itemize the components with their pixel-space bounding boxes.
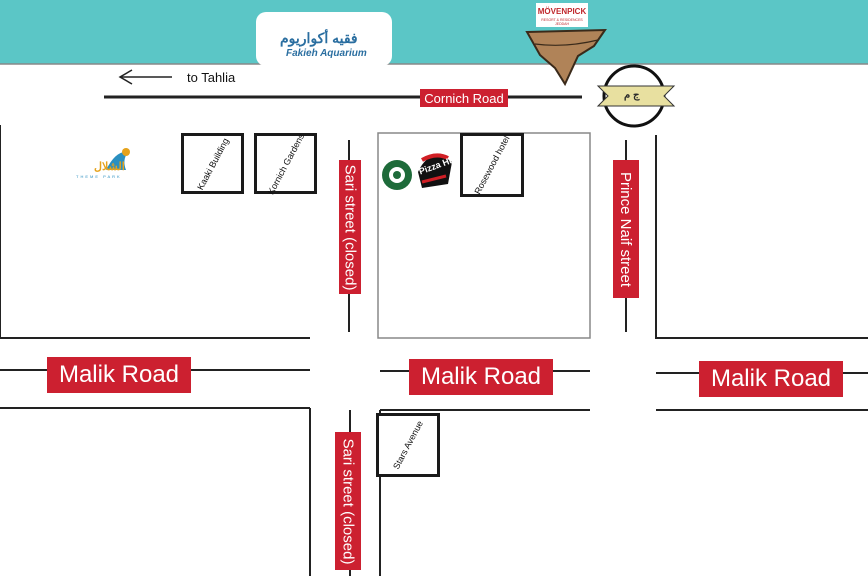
building-stars-avenue[interactable]: Stars Avenue [376, 413, 440, 477]
movenpick-logo[interactable]: MÖVENPICK RESORT & RESIDENCES JEDDAH [536, 3, 588, 27]
road-label-sari-lower-text: Sari street (closed) [339, 438, 357, 564]
direction-label: to Tahlia [187, 70, 236, 85]
pizza-hut-logo-icon [418, 153, 452, 188]
road-label-sari-upper[interactable]: Sari street (closed) [339, 160, 361, 294]
road-label-sari-lower[interactable]: Sari street (closed) [335, 432, 361, 570]
building-kaaki-label: Kaaki Building [194, 135, 231, 192]
movenpick-tower-icon [525, 28, 607, 87]
building-kaaki[interactable]: Kaaki Building [181, 133, 244, 194]
road-label-malik-right[interactable]: Malik Road [699, 361, 843, 397]
road-label-malik-left[interactable]: Malik Road [47, 357, 191, 393]
sea-strip [0, 0, 868, 64]
road-label-prince-naif-text: Prince Naif street [617, 171, 635, 287]
theme-park-arabic-name: الشلال [94, 161, 125, 173]
roundabout-icon [596, 64, 676, 128]
aquarium-english-name: Fakieh Aquarium [286, 48, 367, 59]
road-label-malik-center[interactable]: Malik Road [409, 359, 553, 395]
road-label-cornich[interactable]: Cornich Road [420, 89, 508, 107]
arrow-left-icon [118, 69, 172, 85]
building-rosewood-label: Rosewood hotel [472, 134, 512, 196]
movenpick-subtitle: RESORT & RESIDENCES JEDDAH [541, 18, 583, 26]
aquarium-logo[interactable] [256, 12, 392, 66]
aquarium-arabic-name: فقيه أكواريوم [280, 30, 358, 46]
building-kornich-gardens[interactable]: Kornich Gardens [254, 131, 317, 196]
road-label-prince-naif[interactable]: Prince Naif street [613, 160, 639, 298]
road-label-sari-upper-text: Sari street (closed) [341, 164, 359, 290]
theme-park-logo-icon [106, 148, 130, 170]
building-rosewood-hotel[interactable]: Rosewood hotel [460, 133, 524, 197]
theme-park-english-name: THEME PARK [76, 174, 122, 179]
roundabout-glyph: ج م [624, 90, 640, 101]
building-stars-avenue-label: Stars Avenue [391, 419, 425, 471]
movenpick-name: MÖVENPICK [537, 7, 587, 16]
starbucks-logo-icon [382, 160, 412, 190]
building-kornich-gardens-label: Kornich Gardens [265, 131, 306, 196]
